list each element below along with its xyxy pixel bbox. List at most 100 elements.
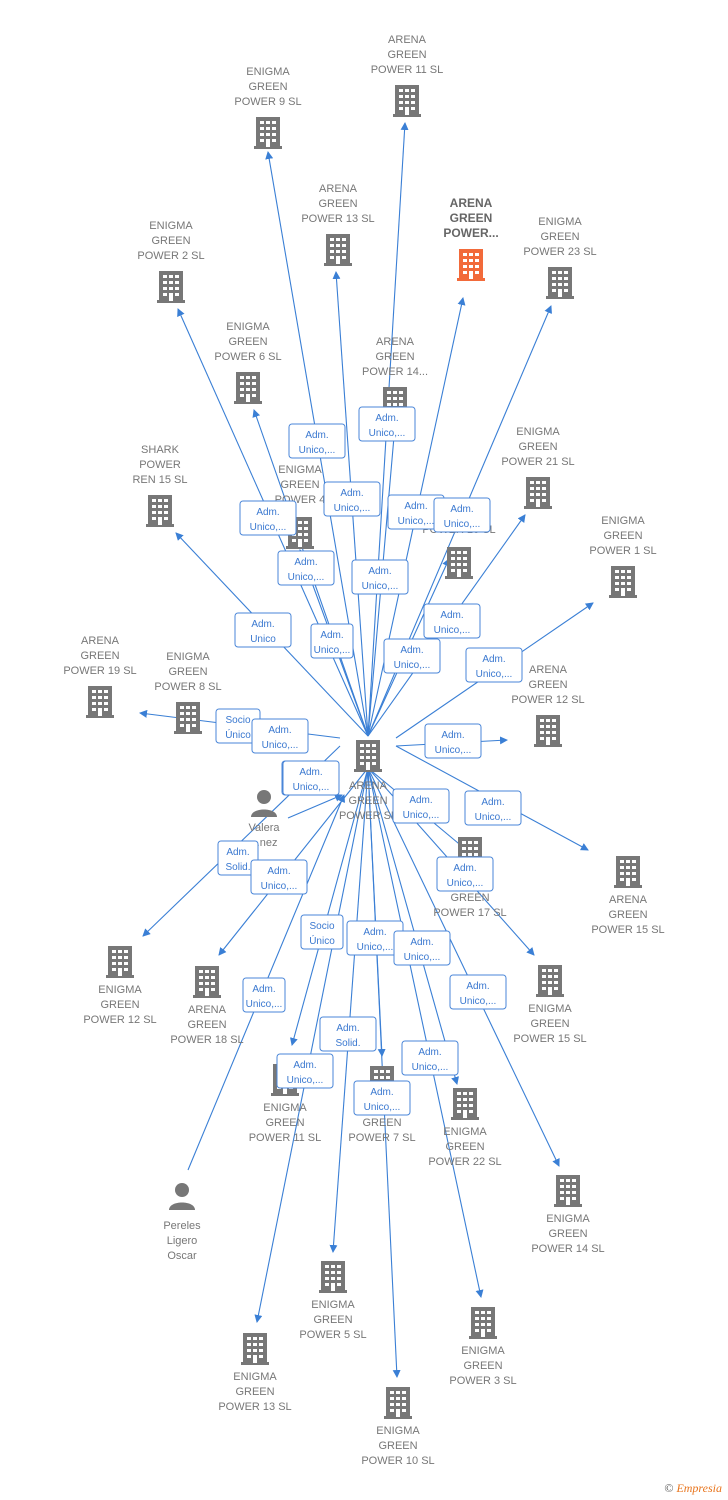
- brand-logo[interactable]: Empresia: [676, 1481, 722, 1495]
- node-label: GREEN: [378, 1440, 417, 1452]
- relation-label[interactable]: Adm.Unico,...: [358, 406, 416, 442]
- node-label: POWER 12 SL: [83, 1014, 156, 1026]
- relation-label[interactable]: Adm.Unico,...: [288, 423, 346, 459]
- relation-text: Unico,...: [287, 1075, 324, 1086]
- node-label: ENIGMA: [311, 1299, 355, 1311]
- building-icon: [174, 702, 202, 734]
- relation-label[interactable]: Adm.Unico,...: [392, 788, 450, 824]
- relation-label[interactable]: Adm. Unico,...: [351, 559, 409, 595]
- relation-label[interactable]: Adm.Unico: [234, 612, 292, 648]
- relation-label[interactable]: Adm.Unico,...: [436, 856, 494, 892]
- relation-text: Adm.: [299, 767, 322, 778]
- relation-label[interactable]: Adm.Solid.: [319, 1016, 377, 1052]
- relation-label[interactable]: Adm.Unico,...: [277, 550, 335, 586]
- node-label: ENIGMA: [233, 1371, 277, 1383]
- node-label: Valera: [249, 822, 281, 834]
- relation-text: Adm.: [370, 1087, 393, 1098]
- relation-label[interactable]: Adm.Unico,...: [310, 623, 354, 659]
- relation-label[interactable]: Adm.Unico,...: [464, 790, 522, 826]
- relation-text: Unico,...: [362, 581, 399, 592]
- relation-label[interactable]: Adm.Unico,...: [250, 859, 308, 895]
- relation-text: Adm.: [409, 795, 432, 806]
- relation-label[interactable]: Adm.Unico,...: [433, 497, 491, 533]
- relation-label[interactable]: Adm.Unico,...: [353, 1080, 411, 1116]
- relation-text: Unico,...: [412, 1062, 449, 1073]
- node-label: POWER 5 SL: [299, 1329, 366, 1341]
- relation-label[interactable]: Adm.Unico,...: [393, 930, 451, 966]
- relation-label[interactable]: Adm.Unico,...: [251, 718, 309, 754]
- relation-label[interactable]: Adm.Unico,...: [346, 920, 404, 956]
- relation-label[interactable]: Adm.Unico,...: [423, 603, 481, 639]
- node-label: ARENA: [376, 336, 415, 348]
- node-label: ENIGMA: [528, 1003, 572, 1015]
- building-icon: [234, 372, 262, 404]
- relation-label[interactable]: Adm.Unico,...: [276, 1053, 334, 1089]
- node-n4[interactable]: ARENAGREENPOWER...: [443, 196, 499, 281]
- node-label: POWER 12 SL: [511, 694, 584, 706]
- relation-text: Socio: [225, 715, 250, 726]
- relation-label[interactable]: Adm.Unico,...: [323, 481, 381, 517]
- relation-text: Adm.: [268, 725, 291, 736]
- relation-text: Unico,...: [246, 999, 283, 1010]
- relation-label[interactable]: Adm.Unico,...: [465, 647, 523, 683]
- relation-text: Único: [309, 934, 335, 947]
- edge-c-n25: [367, 767, 459, 1085]
- relation-text: Adm.: [481, 797, 504, 808]
- node-label: POWER 11 SL: [249, 1132, 322, 1144]
- relation-text: Adm.: [267, 866, 290, 877]
- relation-text: Adm.: [294, 557, 317, 568]
- relation-label[interactable]: Adm.Unico,...: [282, 760, 340, 796]
- relation-label[interactable]: Adm.Unico,...: [239, 500, 297, 536]
- relation-text: Adm.: [368, 566, 391, 577]
- node-label: POWER 7 SL: [348, 1132, 415, 1144]
- node-label: POWER 11 SL: [371, 64, 444, 76]
- relation-text: Adm.: [305, 430, 328, 441]
- relation-label[interactable]: Adm.Solid.: [217, 840, 259, 876]
- node-label: GREEN: [228, 336, 267, 348]
- node-label: ...: [259, 852, 268, 864]
- relation-label[interactable]: Adm.Unico,...: [424, 723, 482, 759]
- node-label: GREEN: [387, 49, 426, 61]
- node-label: Pereles: [163, 1220, 201, 1232]
- relation-text: Adm.: [252, 984, 275, 995]
- relation-label[interactable]: Adm.Unico,...: [401, 1040, 459, 1076]
- node-label: GREEN: [187, 1019, 226, 1031]
- relation-label[interactable]: Adm.Unico,...: [387, 494, 445, 530]
- relation-label[interactable]: Adm.Unico,...: [449, 974, 507, 1010]
- relation-text: Socio: [309, 921, 334, 932]
- relation-label[interactable]: Adm. Unico,...: [242, 977, 286, 1013]
- building-icon: [524, 477, 552, 509]
- node-label: POWER 8 SL: [154, 681, 221, 693]
- relation-label[interactable]: Adm.Unico,...: [383, 638, 441, 674]
